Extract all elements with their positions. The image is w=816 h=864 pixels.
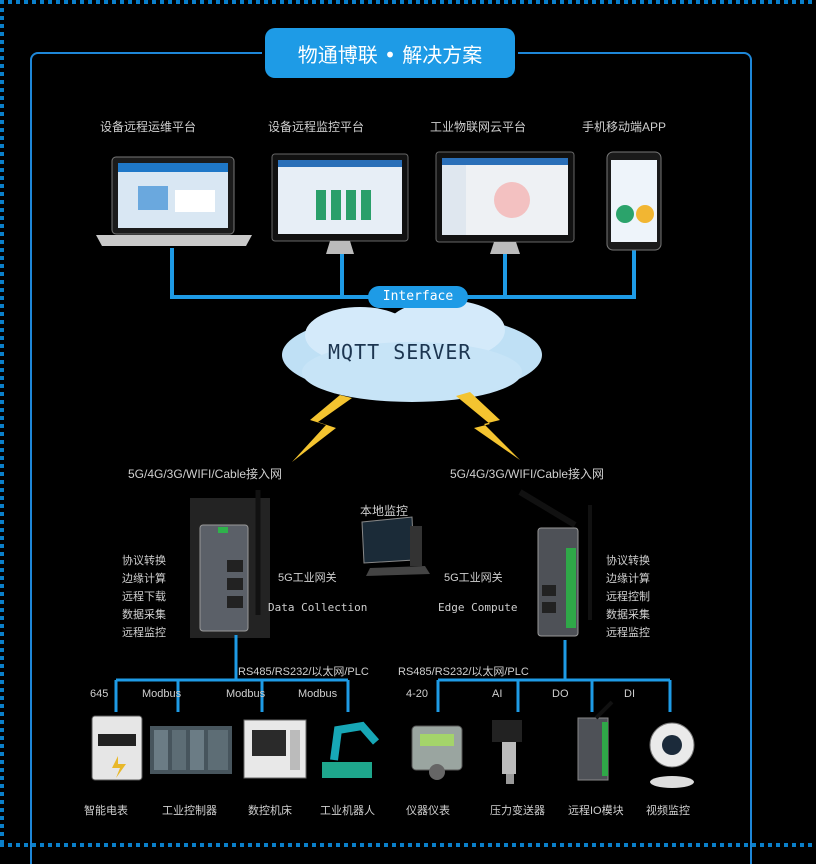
left-feature: 边缘计算 <box>122 573 166 585</box>
instrument-icon <box>411 725 463 780</box>
left-feature: 远程下载 <box>122 591 166 603</box>
center-pc-label: 本地监控 <box>360 504 409 518</box>
desktop-pc-icon <box>361 516 430 576</box>
remote-io-module-icon <box>577 700 614 781</box>
bus-connectors <box>114 635 672 712</box>
device-label: 仪器仪表 <box>406 805 450 817</box>
bus-left-label: RS485/RS232/以太网/PLC <box>238 666 369 678</box>
right-feature: 数据采集 <box>606 609 650 621</box>
gateway-right-icon <box>518 489 592 637</box>
monitor-icon-2 <box>435 151 575 254</box>
smart-meter-icon <box>91 715 143 781</box>
server-label: MQTT SERVER <box>328 340 472 364</box>
right-feature: 边缘计算 <box>606 573 650 585</box>
platform-label-4: 手机移动端APP <box>582 120 667 134</box>
lightning-left-icon <box>292 395 352 462</box>
device-label: 压力变送器 <box>490 805 545 817</box>
device-label: 视频监控 <box>646 805 690 817</box>
cloud-icon <box>282 300 542 402</box>
protocol-label: 645 <box>90 688 109 700</box>
left-feature: 远程监控 <box>122 627 166 639</box>
gateway-right-title: 5G/4G/3G/WIFI/Cable接入网 <box>450 467 605 481</box>
bus-right-label: RS485/RS232/以太网/PLC <box>398 666 529 678</box>
phone-icon <box>606 151 662 251</box>
protocol-label: Modbus <box>226 688 266 700</box>
interface-pill <box>368 286 468 308</box>
platform-label-3: 工业物联网云平台 <box>430 120 527 134</box>
right-feature: 协议转换 <box>606 555 650 567</box>
protocol-label: 4-20 <box>406 688 429 700</box>
data-collection-label: Data Collection <box>268 601 368 614</box>
protocol-label: Modbus <box>142 688 182 700</box>
gateway-left-icon <box>190 490 270 638</box>
cnc-machine-icon <box>243 719 307 779</box>
laptop-icon <box>96 156 252 246</box>
bottom-border <box>0 843 816 847</box>
protocol-label: AI <box>492 688 503 700</box>
protocol-label: Modbus <box>298 688 338 700</box>
page-title: 物通博联 • 解决方案 <box>265 28 515 78</box>
right-gateway-label: 5G工业网关 <box>444 572 503 584</box>
plc-controller-icon <box>150 726 232 774</box>
edge-compute-label: Edge Compute <box>438 601 518 614</box>
left-gateway-label: 5G工业网关 <box>278 572 337 584</box>
platform-label-2: 设备远程监控平台 <box>268 120 365 134</box>
pressure-transmitter-icon <box>492 720 522 784</box>
device-label: 智能电表 <box>84 805 128 817</box>
right-border <box>0 0 4 847</box>
lightning-right-icon <box>456 392 520 460</box>
gateway-left-title: 5G/4G/3G/WIFI/Cable接入网 <box>128 467 283 481</box>
platform-label-1: 设备远程运维平台 <box>100 120 197 134</box>
protocol-label: DO <box>552 688 569 700</box>
right-feature: 远程监控 <box>606 627 650 639</box>
left-feature: 数据采集 <box>122 609 166 621</box>
left-feature: 协议转换 <box>122 555 166 567</box>
device-label: 工业机器人 <box>320 805 375 817</box>
monitor-icon-1 <box>271 153 409 254</box>
industrial-robot-icon <box>322 721 380 778</box>
video-camera-icon <box>649 722 695 788</box>
right-feature: 远程控制 <box>606 591 650 603</box>
device-label: 数控机床 <box>248 805 292 817</box>
device-label: 工业控制器 <box>162 805 217 817</box>
top-border <box>0 0 816 4</box>
device-label: 远程IO模块 <box>568 805 624 817</box>
interface-label: Interface <box>382 289 454 304</box>
protocol-label: DI <box>624 688 635 700</box>
